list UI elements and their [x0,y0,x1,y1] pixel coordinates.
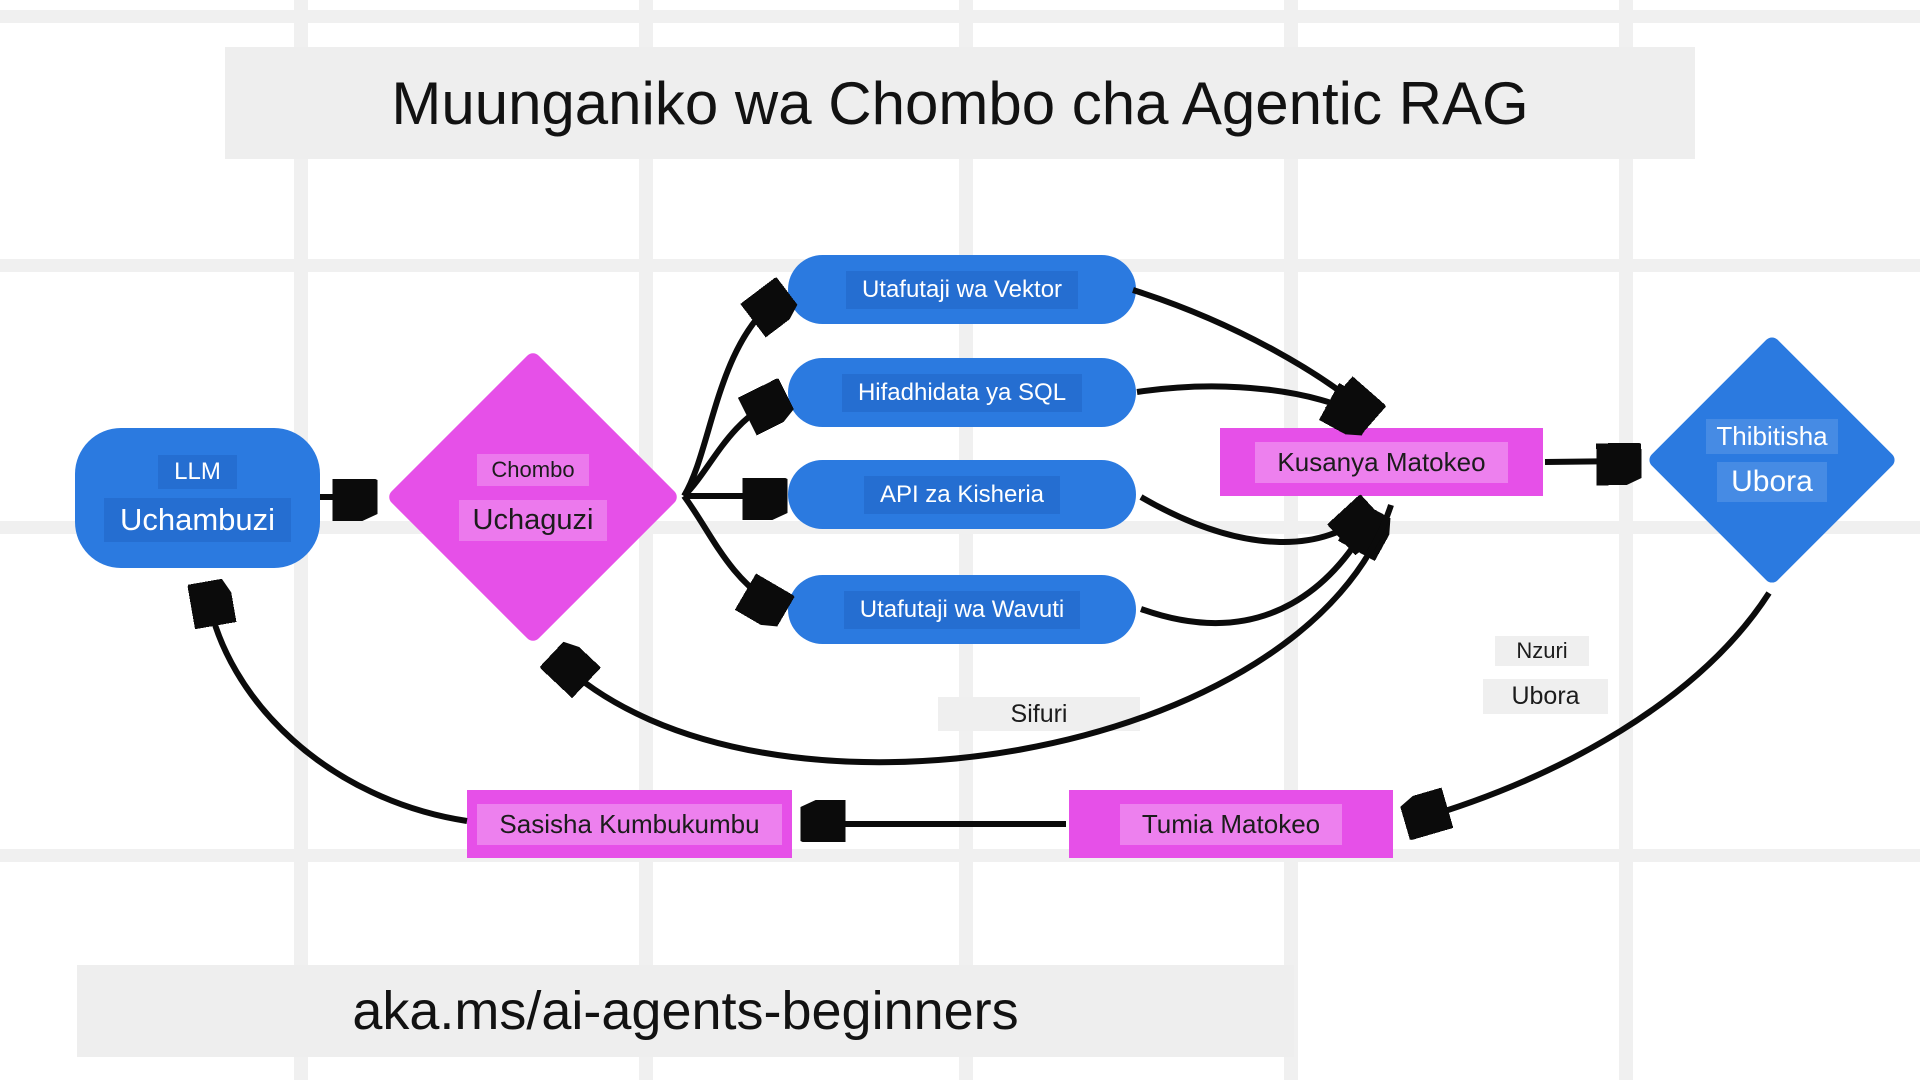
edge-api-to-kusanya [1139,497,1364,542]
node-kusanya-matokeo: Kusanya Matokeo [1220,428,1543,496]
edge-chombo-to-wavuti [681,494,776,606]
tool-label: API za Kisheria [863,475,1061,514]
grid-line-vertical [1619,0,1633,1080]
node-utafutaji-wa-vektor: Utafutaji wa Vektor [788,255,1136,324]
node-chombo-sublabel: Uchaguzi [458,499,608,541]
grid-line-horizontal [0,10,1920,23]
node-tumia-matokeo: Tumia Matokeo [1069,790,1393,858]
node-llm-label: LLM [158,454,237,489]
edge-label-sifuri: Sifuri [938,697,1140,731]
node-sasisha-kumbukumbu: Sasisha Kumbukumbu [467,790,792,858]
edge-chombo-to-vektor [681,298,778,498]
footer-band: aka.ms/ai-agents-beginners [77,965,1294,1057]
edge-wavuti-to-kusanya [1139,520,1370,627]
node-utafutaji-wa-wavuti: Utafutaji wa Wavuti [788,575,1136,644]
node-api-za-kisheria: API za Kisheria [788,460,1136,529]
edge-vektor-to-kusanya [1132,287,1366,412]
edge-label-nzuri: Nzuri [1495,636,1589,666]
node-thibitisha-ubora: Thibitisha Ubora [1646,334,1898,586]
node-thibitisha-label: Thibitisha [1706,418,1838,454]
edge-sasisha-to-llm [207,593,468,824]
node-chombo-uchaguzi: Chombo Uchaguzi [385,349,681,645]
node-chombo-label: Chombo [477,453,589,486]
tool-label: Hifadhidata ya SQL [841,373,1083,412]
edge-kusanya-to-thibitisha [1544,461,1630,462]
node-kusanya-label: Kusanya Matokeo [1255,441,1508,483]
node-llm-sublabel: Uchambuzi [103,497,292,542]
edge-label-nzuri-ubora: Ubora [1483,679,1608,714]
node-tumia-label: Tumia Matokeo [1119,803,1343,845]
title-band: Muunganiko wa Chombo cha Agentic RAG [225,47,1695,159]
tool-label: Utafutaji wa Vektor [845,270,1079,309]
node-thibitisha-sublabel: Ubora [1717,461,1827,502]
footer-link-text: aka.ms/ai-agents-beginners [352,981,1019,1041]
grid-line-vertical [959,0,973,1080]
edge-sql-to-kusanya [1136,386,1360,415]
grid-line-vertical [639,0,653,1080]
node-sasisha-label: Sasisha Kumbukumbu [477,803,782,845]
node-llm-uchambuzi: LLM Uchambuzi [75,428,320,568]
grid-line-vertical [1284,0,1298,1080]
node-hifadhidata-ya-sql: Hifadhidata ya SQL [788,358,1136,427]
tool-label: Utafutaji wa Wavuti [843,590,1081,629]
page-title: Muunganiko wa Chombo cha Agentic RAG [391,69,1529,137]
grid-line-horizontal [0,849,1920,862]
edge-chombo-to-sql [681,399,776,499]
